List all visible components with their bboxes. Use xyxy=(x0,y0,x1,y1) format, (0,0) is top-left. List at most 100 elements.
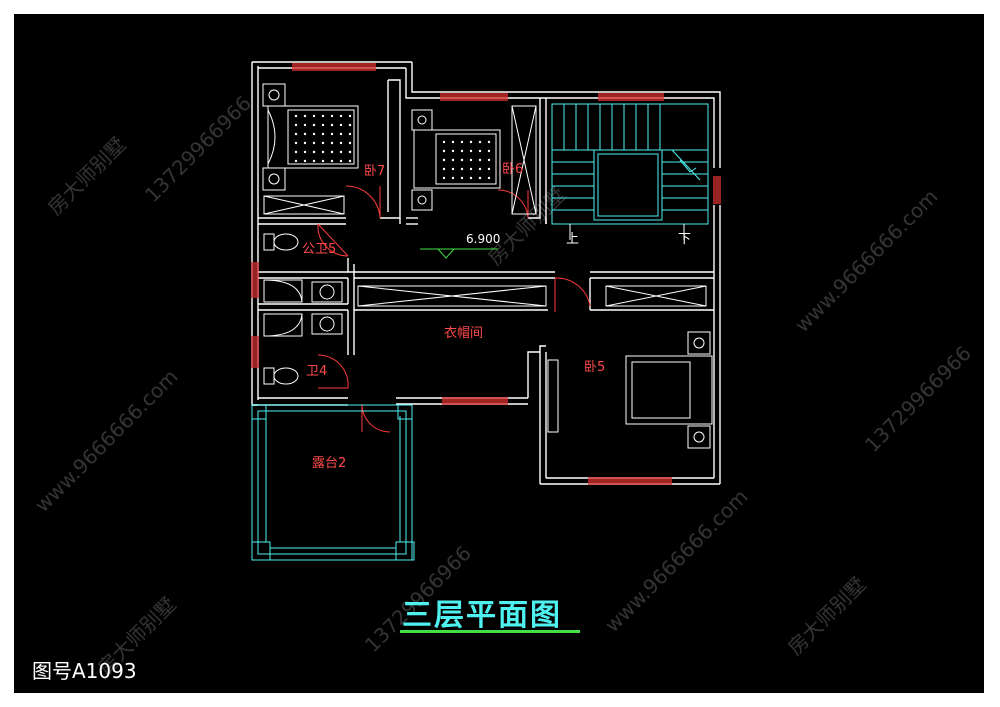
bed-pattern-dot xyxy=(303,114,307,118)
bed-pattern-dot xyxy=(330,123,334,127)
bed-pattern-dot xyxy=(348,132,352,136)
bed-pattern-dot xyxy=(339,123,343,127)
bed-pattern-dot xyxy=(312,150,316,154)
windows xyxy=(251,63,721,485)
bed-pattern-dot xyxy=(478,158,482,162)
bed-pattern-dot xyxy=(303,132,307,136)
bed-pattern-dot xyxy=(321,141,325,145)
bed-pattern-dot xyxy=(312,159,316,163)
bed-pattern-dot xyxy=(478,149,482,153)
bed-pattern-dot xyxy=(469,176,473,180)
bed-pattern-dot xyxy=(478,140,482,144)
bed-pattern-dot xyxy=(330,141,334,145)
bed-bedroom6 xyxy=(411,105,537,215)
bed-dots-bedroom7 xyxy=(294,114,352,163)
room-label-closet: 衣帽间 xyxy=(444,326,484,341)
bed-pattern-dot xyxy=(348,159,352,163)
bed-pattern-dot xyxy=(451,140,455,144)
bed-pattern-dot xyxy=(321,150,325,154)
cad-canvas xyxy=(14,14,984,693)
bed-pattern-dot xyxy=(312,132,316,136)
bathroom-fixtures xyxy=(263,233,343,385)
bed-pattern-dot xyxy=(460,140,464,144)
bed-pattern-dot xyxy=(294,141,298,145)
bed-pattern-dot xyxy=(330,114,334,118)
bed-pattern-dot xyxy=(442,149,446,153)
bed-pattern-dot xyxy=(442,158,446,162)
elevation-mark xyxy=(420,248,498,259)
bed-bedroom7 xyxy=(262,83,359,215)
bed-pattern-dot xyxy=(469,158,473,162)
bed-pattern-dot xyxy=(469,140,473,144)
bed-pattern-dot xyxy=(442,167,446,171)
bed-pattern-dot xyxy=(348,114,352,118)
bed-pattern-dot xyxy=(339,159,343,163)
bed-pattern-dot xyxy=(339,114,343,118)
stair-up-label: 上 xyxy=(566,232,580,247)
drawing-title: 三层平面图 xyxy=(402,598,562,633)
bed-pattern-dot xyxy=(339,150,343,154)
bed-pattern-dot xyxy=(451,176,455,180)
bed-dots-bedroom6 xyxy=(442,140,491,180)
bed-pattern-dot xyxy=(339,141,343,145)
bed-pattern-dot xyxy=(303,150,307,154)
bed-pattern-dot xyxy=(487,140,491,144)
stair-arrows xyxy=(569,224,685,240)
doors xyxy=(317,185,591,433)
bed-pattern-dot xyxy=(303,159,307,163)
bed-pattern-dot xyxy=(294,114,298,118)
bed-pattern-dot xyxy=(487,149,491,153)
bed-pattern-dot xyxy=(312,123,316,127)
bed-pattern-dot xyxy=(303,123,307,127)
bed-pattern-dot xyxy=(330,132,334,136)
wardrobes xyxy=(357,285,707,307)
bed-pattern-dot xyxy=(294,123,298,127)
bed-pattern-dot xyxy=(294,159,298,163)
bed-pattern-dot xyxy=(303,141,307,145)
bed-pattern-dot xyxy=(348,141,352,145)
bed-pattern-dot xyxy=(487,176,491,180)
bed-pattern-dot xyxy=(469,149,473,153)
bed-pattern-dot xyxy=(294,132,298,136)
bed-pattern-dot xyxy=(294,150,298,154)
bed-pattern-dot xyxy=(442,140,446,144)
staircase xyxy=(551,103,709,225)
bed-pattern-dot xyxy=(339,132,343,136)
bed-pattern-dot xyxy=(460,149,464,153)
bed-pattern-dot xyxy=(348,123,352,127)
bed-pattern-dot xyxy=(442,176,446,180)
bed-pattern-dot xyxy=(321,114,325,118)
bed-pattern-dot xyxy=(451,149,455,153)
bed-pattern-dot xyxy=(312,114,316,118)
bed-bedroom5 xyxy=(547,331,713,449)
room-label-bedroom6: 卧6 xyxy=(502,162,524,177)
bed-pattern-dot xyxy=(460,158,464,162)
title-underline xyxy=(400,630,580,633)
bed-pattern-dot xyxy=(321,159,325,163)
room-label-bedroom7: 卧7 xyxy=(364,164,386,179)
bed-pattern-dot xyxy=(478,167,482,171)
bed-pattern-dot xyxy=(321,132,325,136)
terrace xyxy=(251,404,415,561)
elevation-label: 6.900 xyxy=(466,232,501,246)
bed-pattern-dot xyxy=(478,176,482,180)
bed-pattern-dot xyxy=(321,123,325,127)
room-label-public-bath5: 公卫5 xyxy=(302,242,337,257)
bed-pattern-dot xyxy=(330,150,334,154)
room-label-bedroom5: 卧5 xyxy=(584,360,606,375)
drawing-number: 图号A1093 xyxy=(32,659,137,683)
stair-down-label: 下 xyxy=(678,232,692,247)
room-label-bath4: 卫4 xyxy=(306,364,328,379)
bed-pattern-dot xyxy=(487,167,491,171)
room-label-terrace2: 露台2 xyxy=(312,456,347,471)
bed-pattern-dot xyxy=(460,176,464,180)
bed-pattern-dot xyxy=(312,141,316,145)
bed-pattern-dot xyxy=(348,150,352,154)
bed-pattern-dot xyxy=(460,167,464,171)
bed-pattern-dot xyxy=(451,158,455,162)
bed-pattern-dot xyxy=(469,167,473,171)
bed-pattern-dot xyxy=(487,158,491,162)
bed-pattern-dot xyxy=(451,167,455,171)
